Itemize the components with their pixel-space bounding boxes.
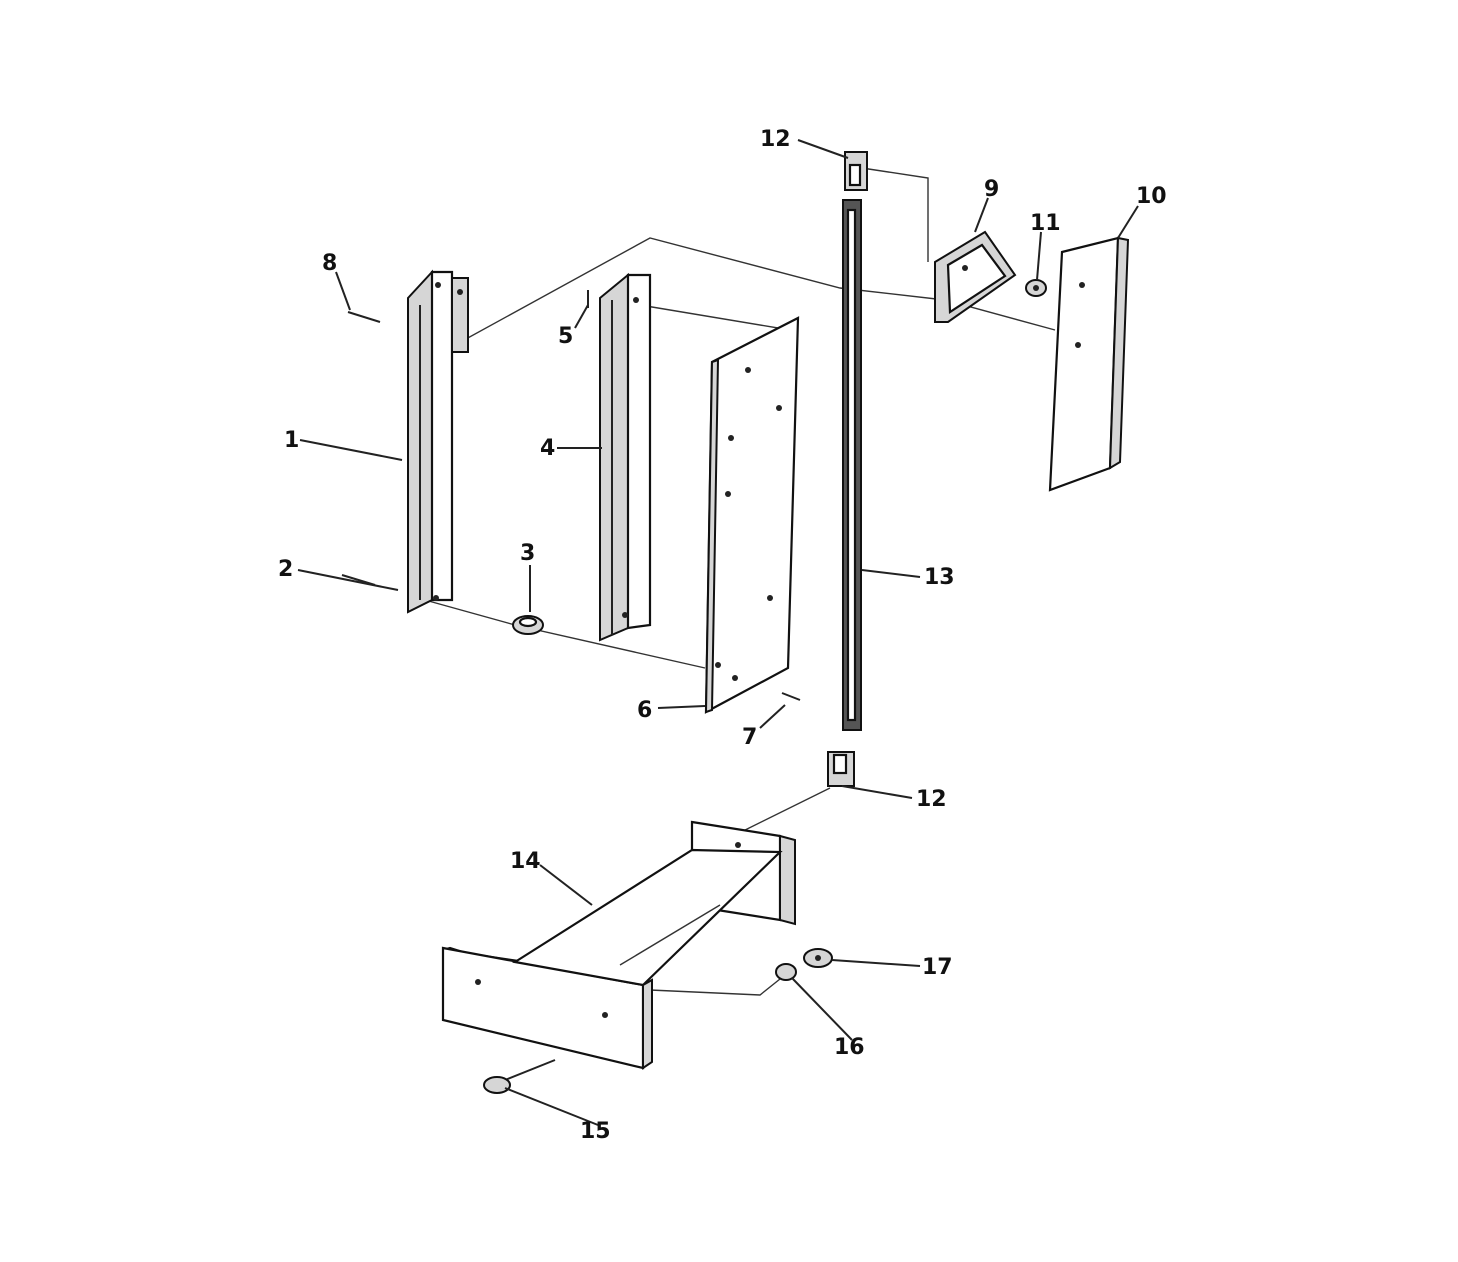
part-screw-bottom-panel — [781, 692, 801, 701]
callout-13: 13 — [924, 565, 955, 590]
part-pivot-bottom — [827, 751, 855, 787]
part-lock-washer — [775, 963, 797, 981]
callout-labels: 1 2 3 4 5 6 7 8 9 10 11 12 12 13 14 15 1… — [278, 127, 1167, 1144]
part-hinge-rod — [842, 199, 862, 731]
part-hex-nut — [803, 948, 833, 968]
part-screw-top-left — [347, 311, 381, 323]
callout-7: 7 — [742, 725, 757, 750]
callout-14: 14 — [510, 849, 541, 874]
part-base-bracket — [441, 820, 796, 1070]
callout-3: 3 — [520, 541, 535, 566]
callout-15: 15 — [580, 1119, 611, 1144]
callout-12-bottom: 12 — [916, 787, 947, 812]
part-washer — [512, 615, 544, 635]
part-door-trim-center — [599, 272, 652, 642]
part-bolt — [483, 1059, 556, 1094]
callout-12-top: 12 — [760, 127, 791, 152]
callout-2: 2 — [278, 557, 293, 582]
callout-9: 9 — [984, 177, 999, 202]
part-hinge-bracket — [934, 230, 1017, 323]
callout-11: 11 — [1030, 211, 1061, 236]
callout-10: 10 — [1136, 184, 1167, 209]
part-nut — [1025, 279, 1047, 297]
callout-1: 1 — [284, 428, 299, 453]
part-side-trim-right — [1048, 236, 1130, 492]
callout-4: 4 — [540, 436, 555, 461]
callout-17: 17 — [922, 955, 953, 980]
callout-8: 8 — [322, 251, 337, 276]
part-door-trim-upper-left — [407, 269, 469, 614]
leader-lines — [297, 139, 1139, 1126]
callout-16: 16 — [834, 1035, 865, 1060]
callout-5: 5 — [558, 324, 573, 349]
part-pivot-top — [844, 151, 868, 191]
callout-6: 6 — [637, 698, 652, 723]
part-door-panel — [704, 316, 800, 714]
